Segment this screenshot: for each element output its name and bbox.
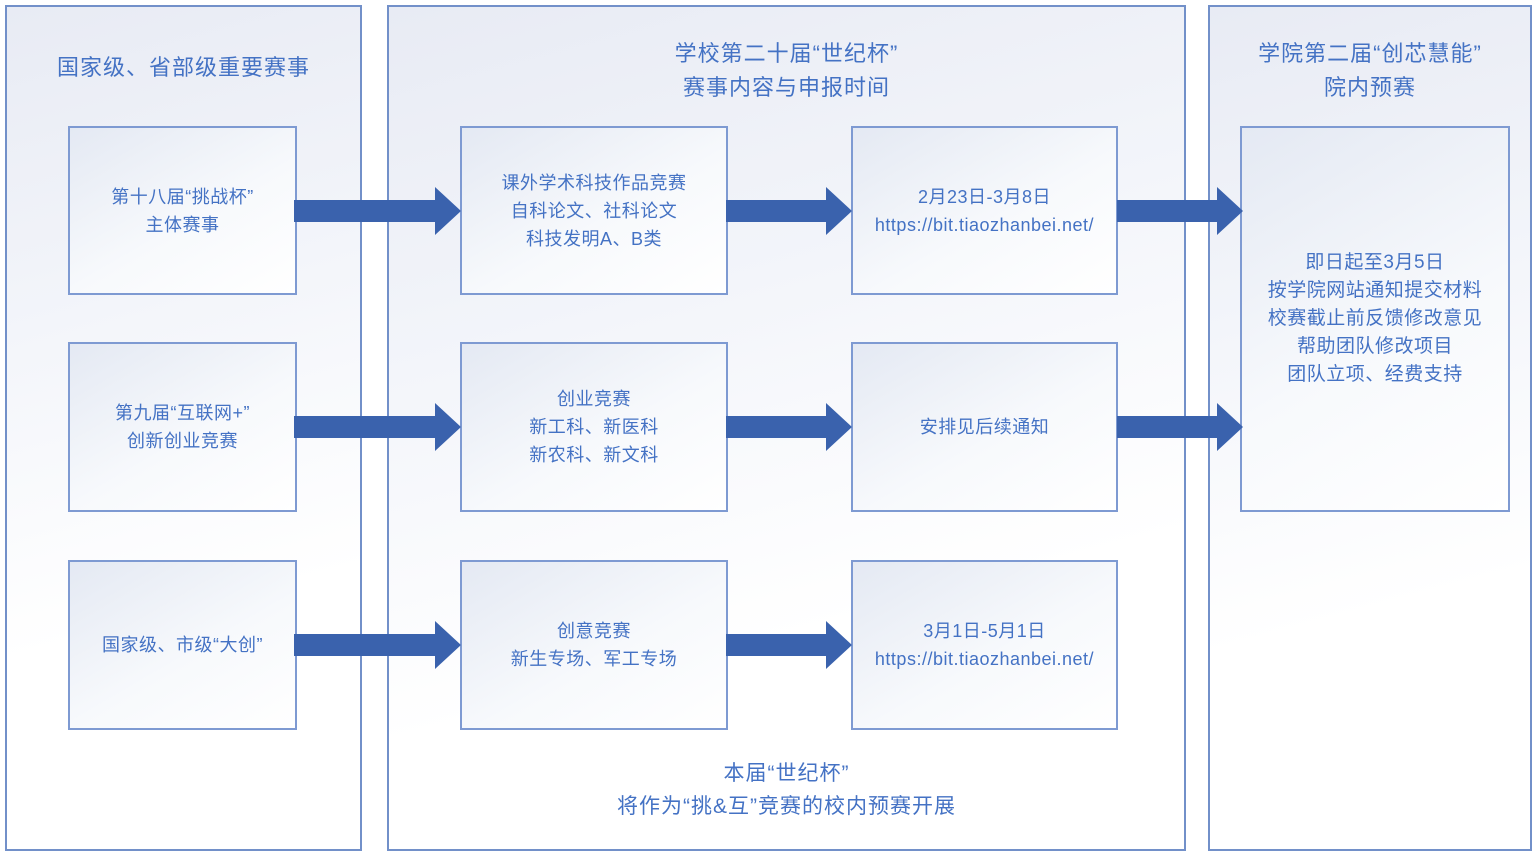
box-line: 国家级、市级“大创” (102, 635, 263, 655)
box-entrepreneurship-competition: 创业竞赛 新工科、新医科 新农科、新文科 (460, 342, 728, 512)
box-line: 第九届“互联网+” (115, 403, 250, 423)
box-line: 创意竞赛 (557, 621, 631, 641)
schedule-dates: 2月23日-3月8日 (917, 186, 1052, 207)
middle-panel-title-line1: 学校第二十届“世纪杯” (674, 41, 899, 66)
box-line: 创业竞赛 (557, 389, 631, 409)
box-line: 主体赛事 (145, 214, 220, 235)
box-line: 团队立项、经费支持 (1287, 364, 1463, 385)
schedule-note: 安排见后续通知 (919, 417, 1050, 437)
schedule-dates: 3月1日-5月1日 (923, 621, 1046, 641)
box-dachuang: 国家级、市级“大创” (68, 560, 297, 730)
left-panel-title: 国家级、省部级重要赛事 (56, 55, 310, 80)
box-line: 课外学术科技作品竞赛 (501, 172, 687, 193)
box-line: 新农科、新文科 (529, 445, 659, 465)
box-line: 科技发明A、B类 (525, 228, 662, 249)
box-line: 第十八届“挑战杯” (111, 186, 254, 207)
middle-panel-title-line2: 赛事内容与申报时间 (682, 75, 890, 100)
box-schedule-entrepreneurship: 安排见后续通知 (851, 342, 1118, 512)
box-line: 新生专场、军工专场 (510, 649, 678, 669)
box-line: 新工科、新医科 (529, 417, 659, 437)
century-cup-footer-note: 本届“世纪杯” 将作为“挑&互”竞赛的校内预赛开展 (387, 757, 1186, 823)
footer-line: 将作为“挑&互”竞赛的校内预赛开展 (617, 795, 956, 818)
schedule-url-link[interactable]: https://bit.tiaozhanbei.net/ (874, 649, 1095, 669)
box-line: 自科论文、社科论文 (510, 200, 678, 221)
footer-line: 本届“世纪杯” (723, 762, 850, 785)
box-line: 按学院网站通知提交材料 (1267, 280, 1483, 301)
right-panel-title-line1: 学院第二届“创芯慧能” (1258, 41, 1482, 66)
box-line: 校赛截止前反馈修改意见 (1267, 308, 1483, 329)
box-line: 帮助团队修改项目 (1296, 336, 1453, 357)
schedule-url-link[interactable]: https://bit.tiaozhanbei.net/ (874, 214, 1095, 235)
box-creativity-competition: 创意竞赛 新生专场、军工专场 (460, 560, 728, 730)
box-challenge-cup: 第十八届“挑战杯” 主体赛事 (68, 126, 297, 295)
box-schedule-creativity: 3月1日-5月1日 https://bit.tiaozhanbei.net/ (851, 560, 1118, 730)
box-line: 即日起至3月5日 (1305, 252, 1445, 273)
box-line: 创新创业竞赛 (127, 431, 238, 451)
right-panel-title-line2: 院内预赛 (1323, 75, 1416, 100)
box-college-support: 即日起至3月5日 按学院网站通知提交材料 校赛截止前反馈修改意见 帮助团队修改项… (1240, 126, 1510, 512)
box-schedule-academic: 2月23日-3月8日 https://bit.tiaozhanbei.net/ (851, 126, 1118, 295)
box-internet-plus: 第九届“互联网+” 创新创业竞赛 (68, 342, 297, 512)
box-academic-competition: 课外学术科技作品竞赛 自科论文、社科论文 科技发明A、B类 (460, 126, 728, 295)
